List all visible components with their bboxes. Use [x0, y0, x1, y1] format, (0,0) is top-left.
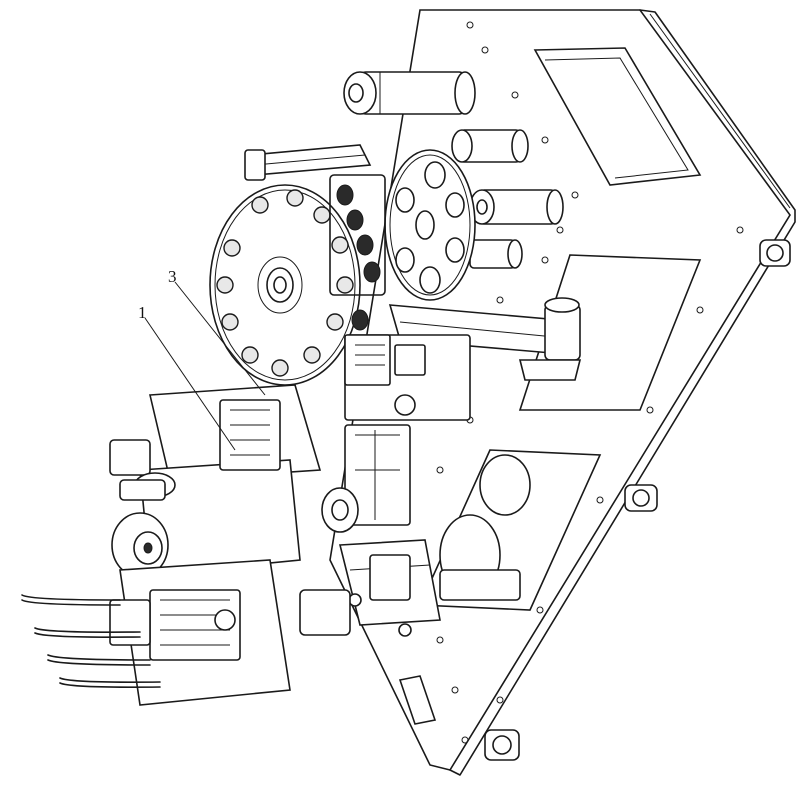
top-cylinder — [343, 71, 476, 115]
callout-label-1: 1 — [138, 303, 147, 322]
wire-spool — [111, 512, 169, 578]
wire-leads — [21, 594, 161, 688]
leveling-feet — [484, 239, 791, 761]
callout-3: 3 — [168, 267, 266, 396]
upper-slide — [244, 144, 372, 181]
lower-bracket — [338, 539, 441, 637]
central-housing — [344, 334, 471, 421]
index-wheel-pockets — [395, 161, 465, 294]
callout-label-3: 3 — [168, 267, 177, 286]
index-wheel — [384, 149, 476, 301]
frame-bolt-holes — [416, 21, 744, 744]
output-section — [109, 559, 291, 706]
callout-1: 1 — [138, 303, 236, 451]
swing-arm — [388, 297, 582, 381]
foot-right-mid — [624, 484, 658, 512]
side-cylinders — [451, 129, 564, 269]
lower-drive — [299, 454, 531, 636]
turntable-stations — [216, 189, 354, 377]
lower-vertical-unit — [321, 424, 411, 533]
roller-stack — [329, 174, 386, 331]
foot-right-top — [759, 239, 791, 267]
rotary-turntable — [209, 184, 361, 386]
feeding-station — [109, 384, 322, 576]
foot-bottom — [484, 729, 520, 761]
